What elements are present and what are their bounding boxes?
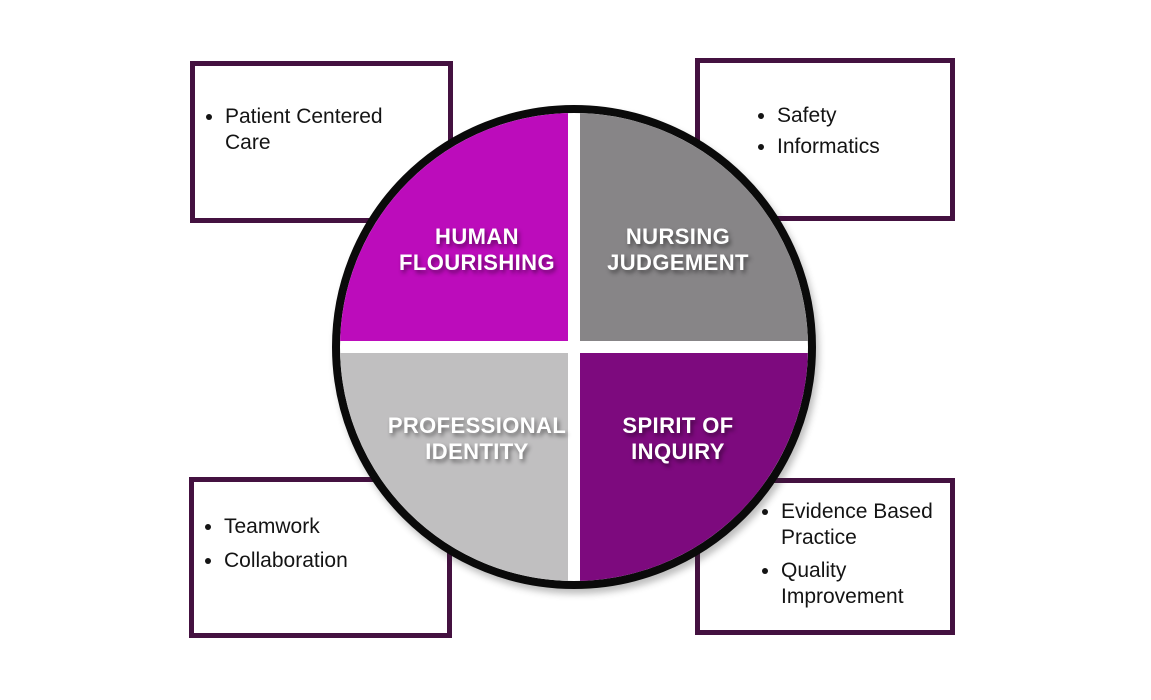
label-human-flourishing: HUMAN FLOURISHING — [399, 224, 555, 275]
bullet-list: Patient Centered Care — [195, 66, 448, 156]
list-item: Patient Centered Care — [225, 104, 444, 156]
bullet-list: Teamwork Collaboration — [194, 482, 447, 574]
quadrant-spirit-of-inquiry — [580, 353, 808, 581]
quadrant-human-flourishing — [340, 113, 568, 341]
quadrant-professional-identity — [340, 353, 568, 581]
quadrant-circle: HUMAN FLOURISHING NURSING JUDGEMENT PROF… — [332, 105, 816, 589]
list-item: Collaboration — [224, 548, 443, 574]
list-item: Teamwork — [224, 514, 443, 540]
label-spirit-of-inquiry: SPIRIT OF INQUIRY — [622, 413, 734, 464]
quadrant-nursing-judgement — [580, 113, 808, 341]
label-professional-identity: PROFESSIONAL IDENTITY — [387, 413, 567, 464]
label-nursing-judgement: NURSING JUDGEMENT — [607, 224, 749, 275]
